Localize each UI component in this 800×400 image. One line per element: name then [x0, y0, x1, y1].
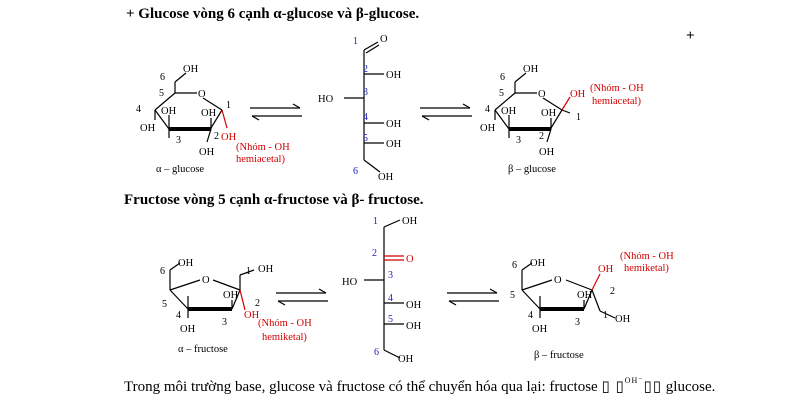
carbon-number: 4: [528, 310, 533, 321]
c4-oh: OH: [532, 324, 548, 335]
c3-oh: OH: [223, 290, 239, 301]
c2-oh: OH: [201, 108, 217, 119]
carbon-number: 3: [222, 317, 227, 328]
c2-oh-down: OH: [199, 147, 215, 158]
ring-oxygen: O: [554, 275, 562, 286]
chain-c6-oh: OH: [378, 172, 394, 183]
carbon-number: 6: [500, 72, 505, 83]
carbon-number: 6: [160, 266, 165, 277]
hemiacetal-note-line2: hemiacetal): [236, 154, 285, 165]
aldehyde-o: O: [380, 34, 388, 45]
base-interconversion-text: Trong môi trường base, glucose và fructo…: [124, 376, 715, 396]
carbon-number: 3: [575, 317, 580, 328]
c1-oh: OH: [258, 264, 274, 275]
c4-oh: OH: [480, 123, 496, 134]
hemiketal-note-line2: hemiketal): [624, 263, 669, 274]
chain-number: 5: [363, 133, 368, 144]
carbon-number: 4: [485, 104, 490, 115]
c2-oh-down: OH: [539, 147, 555, 158]
alpha-glucose-label: α – glucose: [156, 164, 204, 175]
carbon-number: 5: [499, 88, 504, 99]
carbon-number: 4: [176, 310, 181, 321]
anomeric-oh: OH: [244, 310, 260, 321]
hemiketal-note-line2: hemiketal): [262, 332, 307, 343]
alpha-fructose-label: α – fructose: [178, 344, 228, 355]
anomeric-oh: OH: [570, 89, 586, 100]
hemiketal-note-line1: (Nhóm - OH: [620, 251, 674, 262]
c3-oh: OH: [577, 290, 593, 301]
chain-c1-oh: OH: [402, 216, 418, 227]
carbon-number: 5: [510, 290, 515, 301]
c6-oh: OH: [530, 258, 546, 269]
chain-c6-oh: OH: [398, 354, 414, 365]
carbon-number: 2: [214, 131, 219, 142]
carbon-number: 1: [576, 112, 581, 123]
chain-number: 4: [388, 293, 393, 304]
chain-c4-oh: OH: [406, 300, 422, 311]
carbon-number: 1: [226, 100, 231, 111]
hydroxide-mark: OH⁻: [624, 376, 644, 385]
carbon-number: 4: [136, 104, 141, 115]
hemiacetal-note-line2: hemiacetal): [592, 96, 641, 107]
carbon-number: 6: [160, 72, 165, 83]
carbon-number: 2: [539, 131, 544, 142]
chain-number: 3: [388, 270, 393, 281]
chain-c3-ho: HO: [318, 94, 334, 105]
c6-oh: OH: [183, 64, 199, 75]
c2-oh: OH: [541, 108, 557, 119]
chain-number: 1: [353, 36, 358, 47]
plus-sign: +: [686, 28, 695, 44]
chain-c4-oh: OH: [386, 119, 402, 130]
c4-oh: OH: [180, 324, 196, 335]
glucose-heading: + Glucose vòng 6 cạnh α-glucose và β-glu…: [126, 6, 420, 22]
chain-number: 2: [372, 248, 377, 259]
chain-number: 5: [388, 314, 393, 325]
carbon-number: 5: [159, 88, 164, 99]
carbon-number: 2: [610, 286, 615, 297]
chain-number: 1: [373, 216, 378, 227]
c3-oh: OH: [161, 106, 177, 117]
carbon-number: 5: [162, 299, 167, 310]
c4-oh: OH: [140, 123, 156, 134]
chain-number: 4: [363, 112, 368, 123]
chain-number: 3: [363, 87, 368, 98]
bottom-text-before: Trong môi trường base, glucose và fructo…: [124, 379, 598, 395]
carbon-number: 2: [255, 298, 260, 309]
ring-oxygen: O: [198, 89, 206, 100]
beta-glucose-label: β – glucose: [508, 164, 556, 175]
ring-oxygen: O: [202, 275, 210, 286]
hemiketal-note-line1: (Nhóm - OH: [258, 318, 312, 329]
fructose-heading: Fructose vòng 5 cạnh α-fructose và β- fr…: [124, 192, 424, 208]
ring-oxygen: O: [538, 89, 546, 100]
anomeric-oh: OH: [221, 132, 237, 143]
beta-fructose-label: β – fructose: [534, 350, 584, 361]
chain-c5-oh: OH: [386, 139, 402, 150]
bottom-text-after: glucose.: [665, 379, 716, 395]
chain-c5-oh: OH: [406, 321, 422, 332]
equilibrium-symbol: ▯ ▯OH⁻▯▯: [601, 376, 663, 395]
c3-oh: OH: [501, 106, 517, 117]
carbon-number: 1: [603, 310, 608, 321]
chain-number: 2: [363, 64, 368, 75]
c6-oh: OH: [178, 258, 194, 269]
c6-oh: OH: [523, 64, 539, 75]
chain-number: 6: [374, 347, 379, 358]
hemiacetal-note-line1: (Nhóm - OH: [590, 83, 644, 94]
anomeric-oh: OH: [598, 264, 614, 275]
carbon-number: 3: [176, 135, 181, 146]
carbon-number: 3: [516, 135, 521, 146]
carbon-number: 6: [512, 260, 517, 271]
chain-c3-ho: HO: [342, 277, 358, 288]
carbon-number: 1: [246, 266, 251, 277]
chain-c2-oh: OH: [386, 70, 402, 81]
chain-number: 6: [353, 166, 358, 177]
hemiacetal-note-line1: (Nhóm - OH: [236, 142, 290, 153]
c1-oh: OH: [615, 314, 631, 325]
ketone-o: O: [406, 254, 414, 265]
